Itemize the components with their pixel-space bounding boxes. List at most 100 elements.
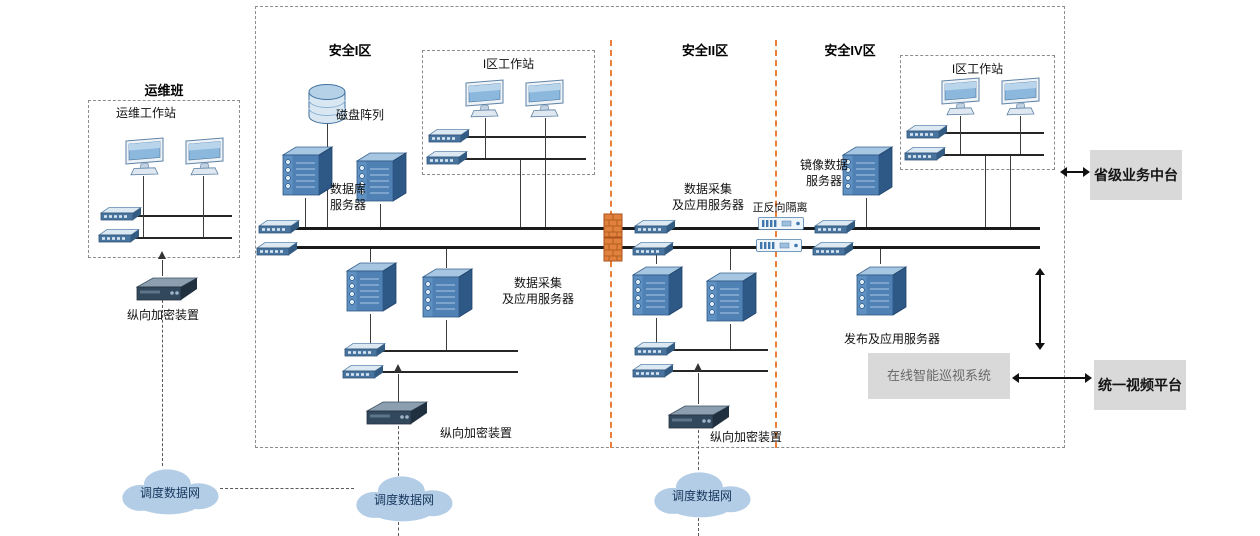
- ops-team-title: 运维班: [144, 83, 184, 98]
- workstation-monitor-icon: [462, 78, 508, 120]
- workstation-monitor-icon: [122, 136, 168, 178]
- connector-line: [398, 374, 399, 402]
- ops-lan-line-2: [108, 237, 232, 239]
- firewall-icon: [603, 213, 623, 238]
- switch-icon: [344, 342, 386, 357]
- zone4-workstation-box-title: I区工作站: [951, 62, 1004, 76]
- connector-line: [380, 204, 381, 227]
- arrow-down-icon: [1035, 343, 1045, 350]
- arrow-shaft: [1065, 171, 1085, 173]
- zone1-app-server-label: 数据采集 及应用服务器: [501, 276, 574, 306]
- zone2-sub-bus-1: [640, 349, 768, 351]
- zone4-workstation-box: [900, 55, 1055, 170]
- ws1-lan-line-2: [436, 158, 586, 160]
- connector-line: [162, 260, 163, 276]
- isolation-label: 正反向隔离: [752, 202, 808, 214]
- switch-icon: [812, 241, 854, 256]
- publish-app-server-icon: [852, 262, 910, 318]
- connector-line: [1010, 156, 1011, 227]
- switch-icon: [342, 364, 384, 379]
- app-server-icon: [342, 258, 400, 314]
- switch-icon: [634, 219, 676, 234]
- switch-icon: [632, 241, 674, 256]
- connector-line: [985, 156, 986, 227]
- arrow-right-icon: [1085, 373, 1092, 383]
- ops-workstation-label: 运维工作站: [115, 106, 176, 120]
- switch-icon: [904, 146, 946, 161]
- cloud3-down-dashed-link: [698, 518, 699, 536]
- arrow-left-icon: [1012, 373, 1019, 383]
- connector-line: [143, 176, 144, 237]
- workstation-monitor-icon: [522, 78, 568, 120]
- provincial-platform-panel: 省级业务中台: [1090, 150, 1182, 200]
- zone1-workstation-box: [422, 50, 595, 175]
- zone2-encryptor-label: 纵向加密装置: [709, 430, 782, 444]
- arrow-up-icon: [1035, 268, 1045, 275]
- switch-icon: [634, 341, 676, 356]
- arrow-left-icon: [1060, 167, 1067, 177]
- zone4-vertical-link-arrow: [1035, 268, 1045, 350]
- zone1-workstation-box-title: I区工作站: [482, 57, 535, 71]
- up-arrow-icon: [158, 251, 166, 259]
- switch-icon: [906, 124, 948, 139]
- dispatch-network-label: 调度数据网: [373, 492, 434, 507]
- cloud1-to-cloud2-dashed-link: [220, 488, 354, 489]
- app-server-icon: [628, 262, 686, 318]
- connector-line: [446, 249, 447, 268]
- ops-encryptor-label: 纵向加密装置: [126, 308, 199, 322]
- workstation-monitor-icon: [998, 76, 1044, 118]
- arrow-right-icon: [1083, 167, 1090, 177]
- provincial-platform-link-arrow: [1060, 167, 1090, 177]
- zone1-encryptor-label: 纵向加密装置: [439, 426, 512, 440]
- main-zones-container: [255, 6, 1065, 448]
- switch-icon: [632, 363, 674, 378]
- mirror-server-label: 镜像数据 服务器: [799, 158, 848, 188]
- arrow-shaft: [1039, 273, 1041, 345]
- dispatch-network-cloud: 调度数据网: [352, 472, 456, 524]
- connector-line: [485, 118, 486, 158]
- ws4-lan-line-2: [912, 154, 1044, 156]
- zone2-app-server-label: 数据采集 及应用服务器: [671, 182, 744, 212]
- zone2-title: 安全II区: [681, 43, 729, 58]
- app-server-icon: [418, 264, 476, 320]
- isolation-device-icon: [758, 217, 804, 230]
- encryption-device-icon: [136, 276, 198, 302]
- switch-icon: [428, 128, 470, 143]
- arrow-shaft: [1017, 377, 1087, 379]
- publish-server-label: 发布及应用服务器: [843, 332, 940, 346]
- connector-line: [960, 116, 961, 154]
- connector-line: [730, 249, 731, 270]
- connector-line: [446, 320, 447, 351]
- switch-icon: [98, 228, 140, 243]
- dispatch-network-label: 调度数据网: [671, 488, 732, 503]
- zone2-sub-bus-2: [638, 370, 768, 372]
- switch-icon: [256, 241, 298, 256]
- dispatch-network-cloud: 调度数据网: [118, 464, 222, 518]
- connector-line: [370, 314, 371, 351]
- workstation-monitor-icon: [938, 76, 984, 118]
- connector-line: [545, 118, 546, 158]
- switch-icon: [100, 206, 142, 221]
- dispatch-network-cloud: 调度数据网: [650, 468, 754, 520]
- zone1-sub-bus-2: [348, 371, 518, 373]
- connector-line: [656, 318, 657, 350]
- zone4-title: 安全IV区: [824, 43, 876, 58]
- switch-icon: [426, 150, 468, 165]
- connector-line: [1020, 116, 1021, 154]
- connector-line: [203, 176, 204, 237]
- switch-icon: [814, 219, 856, 234]
- inspection-system-panel: 在线智能巡视系统: [868, 353, 1010, 399]
- up-arrow-icon: [694, 363, 702, 371]
- zone1-title: 安全I区: [328, 43, 372, 58]
- disk-array-label: 磁盘阵列: [335, 108, 384, 122]
- connector-line: [880, 249, 881, 264]
- encryption-device-icon: [366, 400, 428, 426]
- workstation-monitor-icon: [182, 136, 228, 178]
- ops-lan-line-1: [108, 215, 232, 217]
- connector-line: [370, 249, 371, 262]
- database-server-label: 数据库 服务器: [329, 182, 366, 212]
- isolation-device-icon: [756, 239, 802, 252]
- zone1-to-cloud-dashed-link: [398, 426, 399, 476]
- dispatch-network-label: 调度数据网: [139, 485, 200, 500]
